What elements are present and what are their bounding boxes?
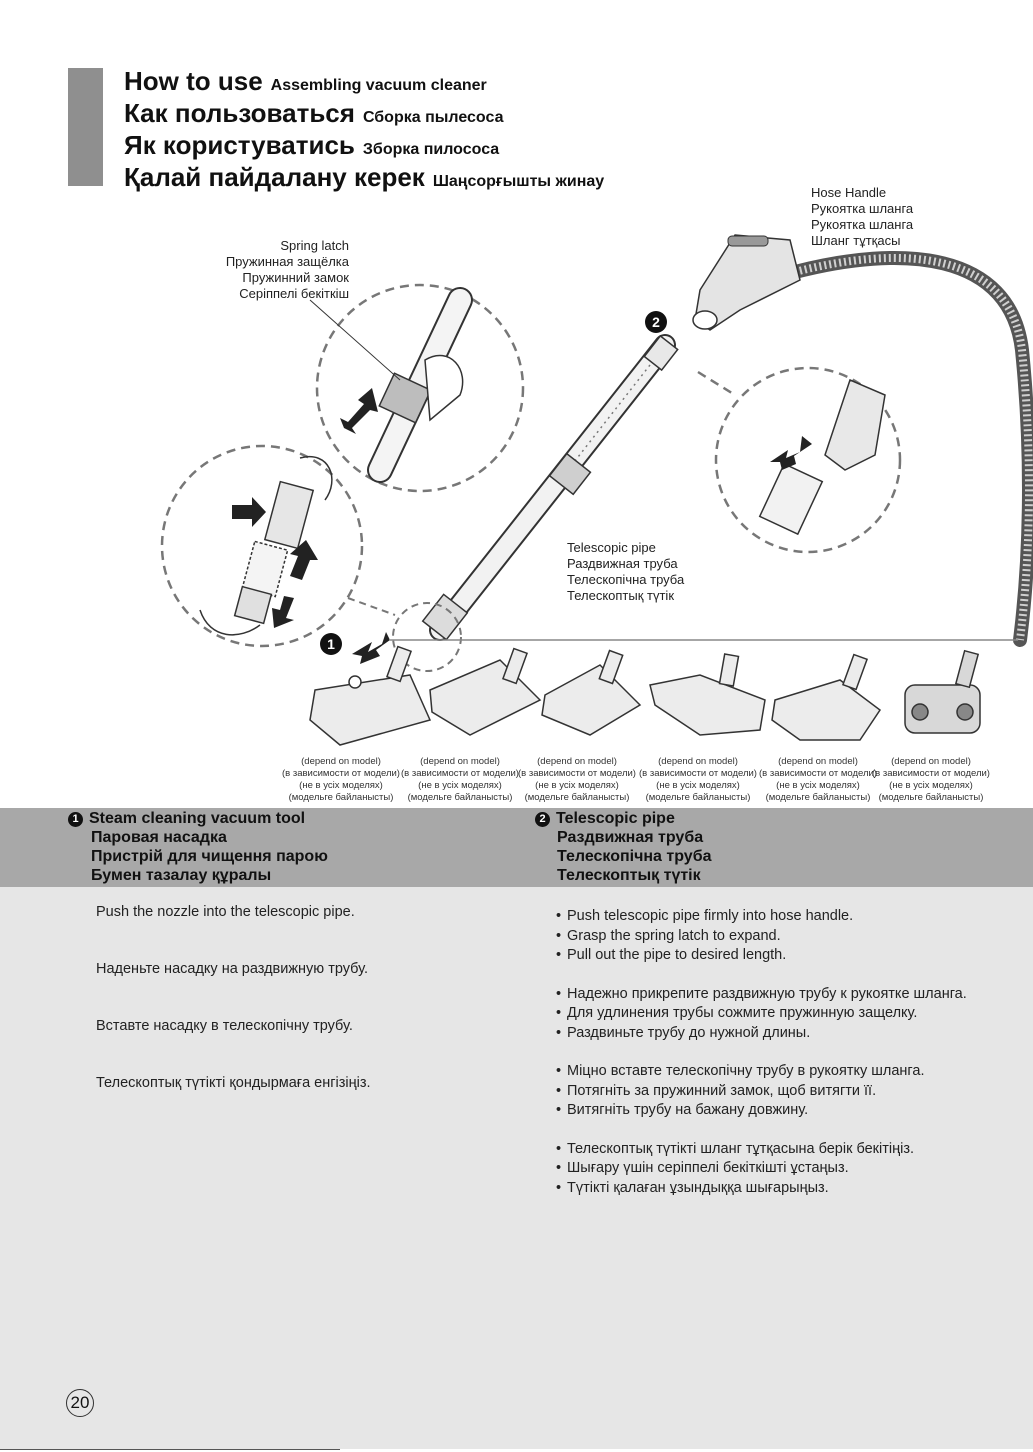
bullet-item: Раздвиньте трубу до нужной длины. [556,1024,976,1044]
model-note: (depend on model)(в зависимости от модел… [518,756,636,803]
bullet-item: Для удлинения трубы сожмите пружинную за… [556,1004,976,1024]
nozzle-callout [160,444,364,648]
bullet-item: Grasp the spring latch to expand. [556,927,976,947]
spring-latch-closeup [367,287,473,483]
bullet-item: Шығару үшін серіппелі бекіткішті ұстаңыз… [556,1159,976,1179]
nozzle-steam [309,645,432,746]
spring-latch-label: Spring latch Пружинная защёлка Пружинний… [225,238,349,301]
double-arrow-icon [340,388,378,434]
hose-handle-label: Hose Handle Рукоятка шланга Рукоятка шла… [811,185,914,248]
bullet-item: Потягніть за пружинний замок, щоб витягт… [556,1082,976,1102]
bullet-group-uk: Міцно вставте телескопічну трубу в рукоя… [556,1062,976,1121]
nozzle-turbo [541,649,642,736]
bullet-item: Түтікті қалаған ұзындыққа шығарыңыз. [556,1179,976,1199]
telescopic-pipe-drawing [421,334,679,641]
joint-callout [392,602,462,672]
down-arrow-icon [272,596,294,628]
bullet-item: Надежно прикрепите раздвижную трубу к ру… [556,985,976,1005]
step1-arrow-icon [352,632,390,664]
model-note: (depend on model)(в зависимости от модел… [639,756,757,803]
section-header-band [0,808,1033,887]
model-note: (depend on model)(в зависимости от модел… [282,756,400,803]
assembly-illustration: 1 2 [160,234,1033,746]
bullet-group-en: Push telescopic pipe firmly into hose ha… [556,907,976,966]
section1-text-en: Push the nozzle into the telescopic pipe… [96,904,355,920]
handle-connection-closeup [758,378,886,536]
nozzle-mini-turbo [904,649,981,734]
section1-text-uk: Вставте насадку в телескопічну трубу. [96,1018,353,1034]
step-marker-2: 2 [645,311,667,333]
svg-text:2: 2 [652,314,660,330]
bullet-item: Push telescopic pipe firmly into hose ha… [556,907,976,927]
nozzle-connection-closeup [199,455,333,636]
nozzle-carpet [429,647,542,736]
bullet-group-ru: Надежно прикрепите раздвижную трубу к ру… [556,985,976,1044]
spring-latch-leader [309,299,401,381]
footer-rule [0,1449,340,1450]
model-note: (depend on model)(в зависимости от модел… [401,756,519,803]
up-arrow-icon [290,540,318,580]
svg-text:1: 1 [327,636,335,652]
handle-double-arrow-icon [770,436,812,470]
push-arrow-icon [232,497,266,527]
bullet-item: Витягніть трубу на бажану довжину. [556,1101,976,1121]
step-marker-1: 1 [320,633,342,655]
bullet-item: Pull out the pipe to desired length. [556,946,976,966]
handle-callout [714,366,902,554]
spring-latch-callout [315,283,525,493]
section1-text-ru: Наденьте насадку на раздвижную трубу. [96,961,368,977]
bullet-item: Міцно вставте телескопічну трубу в рукоя… [556,1062,976,1082]
nozzle-hard-floor [771,653,882,741]
telescopic-pipe-label: Telescopic pipe Раздвижная труба Телеско… [567,540,685,603]
model-note: (depend on model)(в зависимости от модел… [759,756,877,803]
title-accent-bar [68,68,103,186]
model-note: (depend on model)(в зависимости от модел… [872,756,990,803]
section2-instructions: Push telescopic pipe firmly into hose ha… [556,907,976,1217]
hose-ribs [794,254,1033,641]
hose-handle-drawing [692,234,801,331]
section1-text-kk: Телескоптық түтікті қондырмаға енгізіңіз… [96,1075,371,1091]
bullet-group-kk: Телескоптық түтікті шланг тұтқасына бері… [556,1140,976,1199]
nozzle-floor [649,653,766,736]
page-number: 20 [66,1389,94,1417]
bullet-item: Телескоптық түтікті шланг тұтқасына бері… [556,1140,976,1160]
